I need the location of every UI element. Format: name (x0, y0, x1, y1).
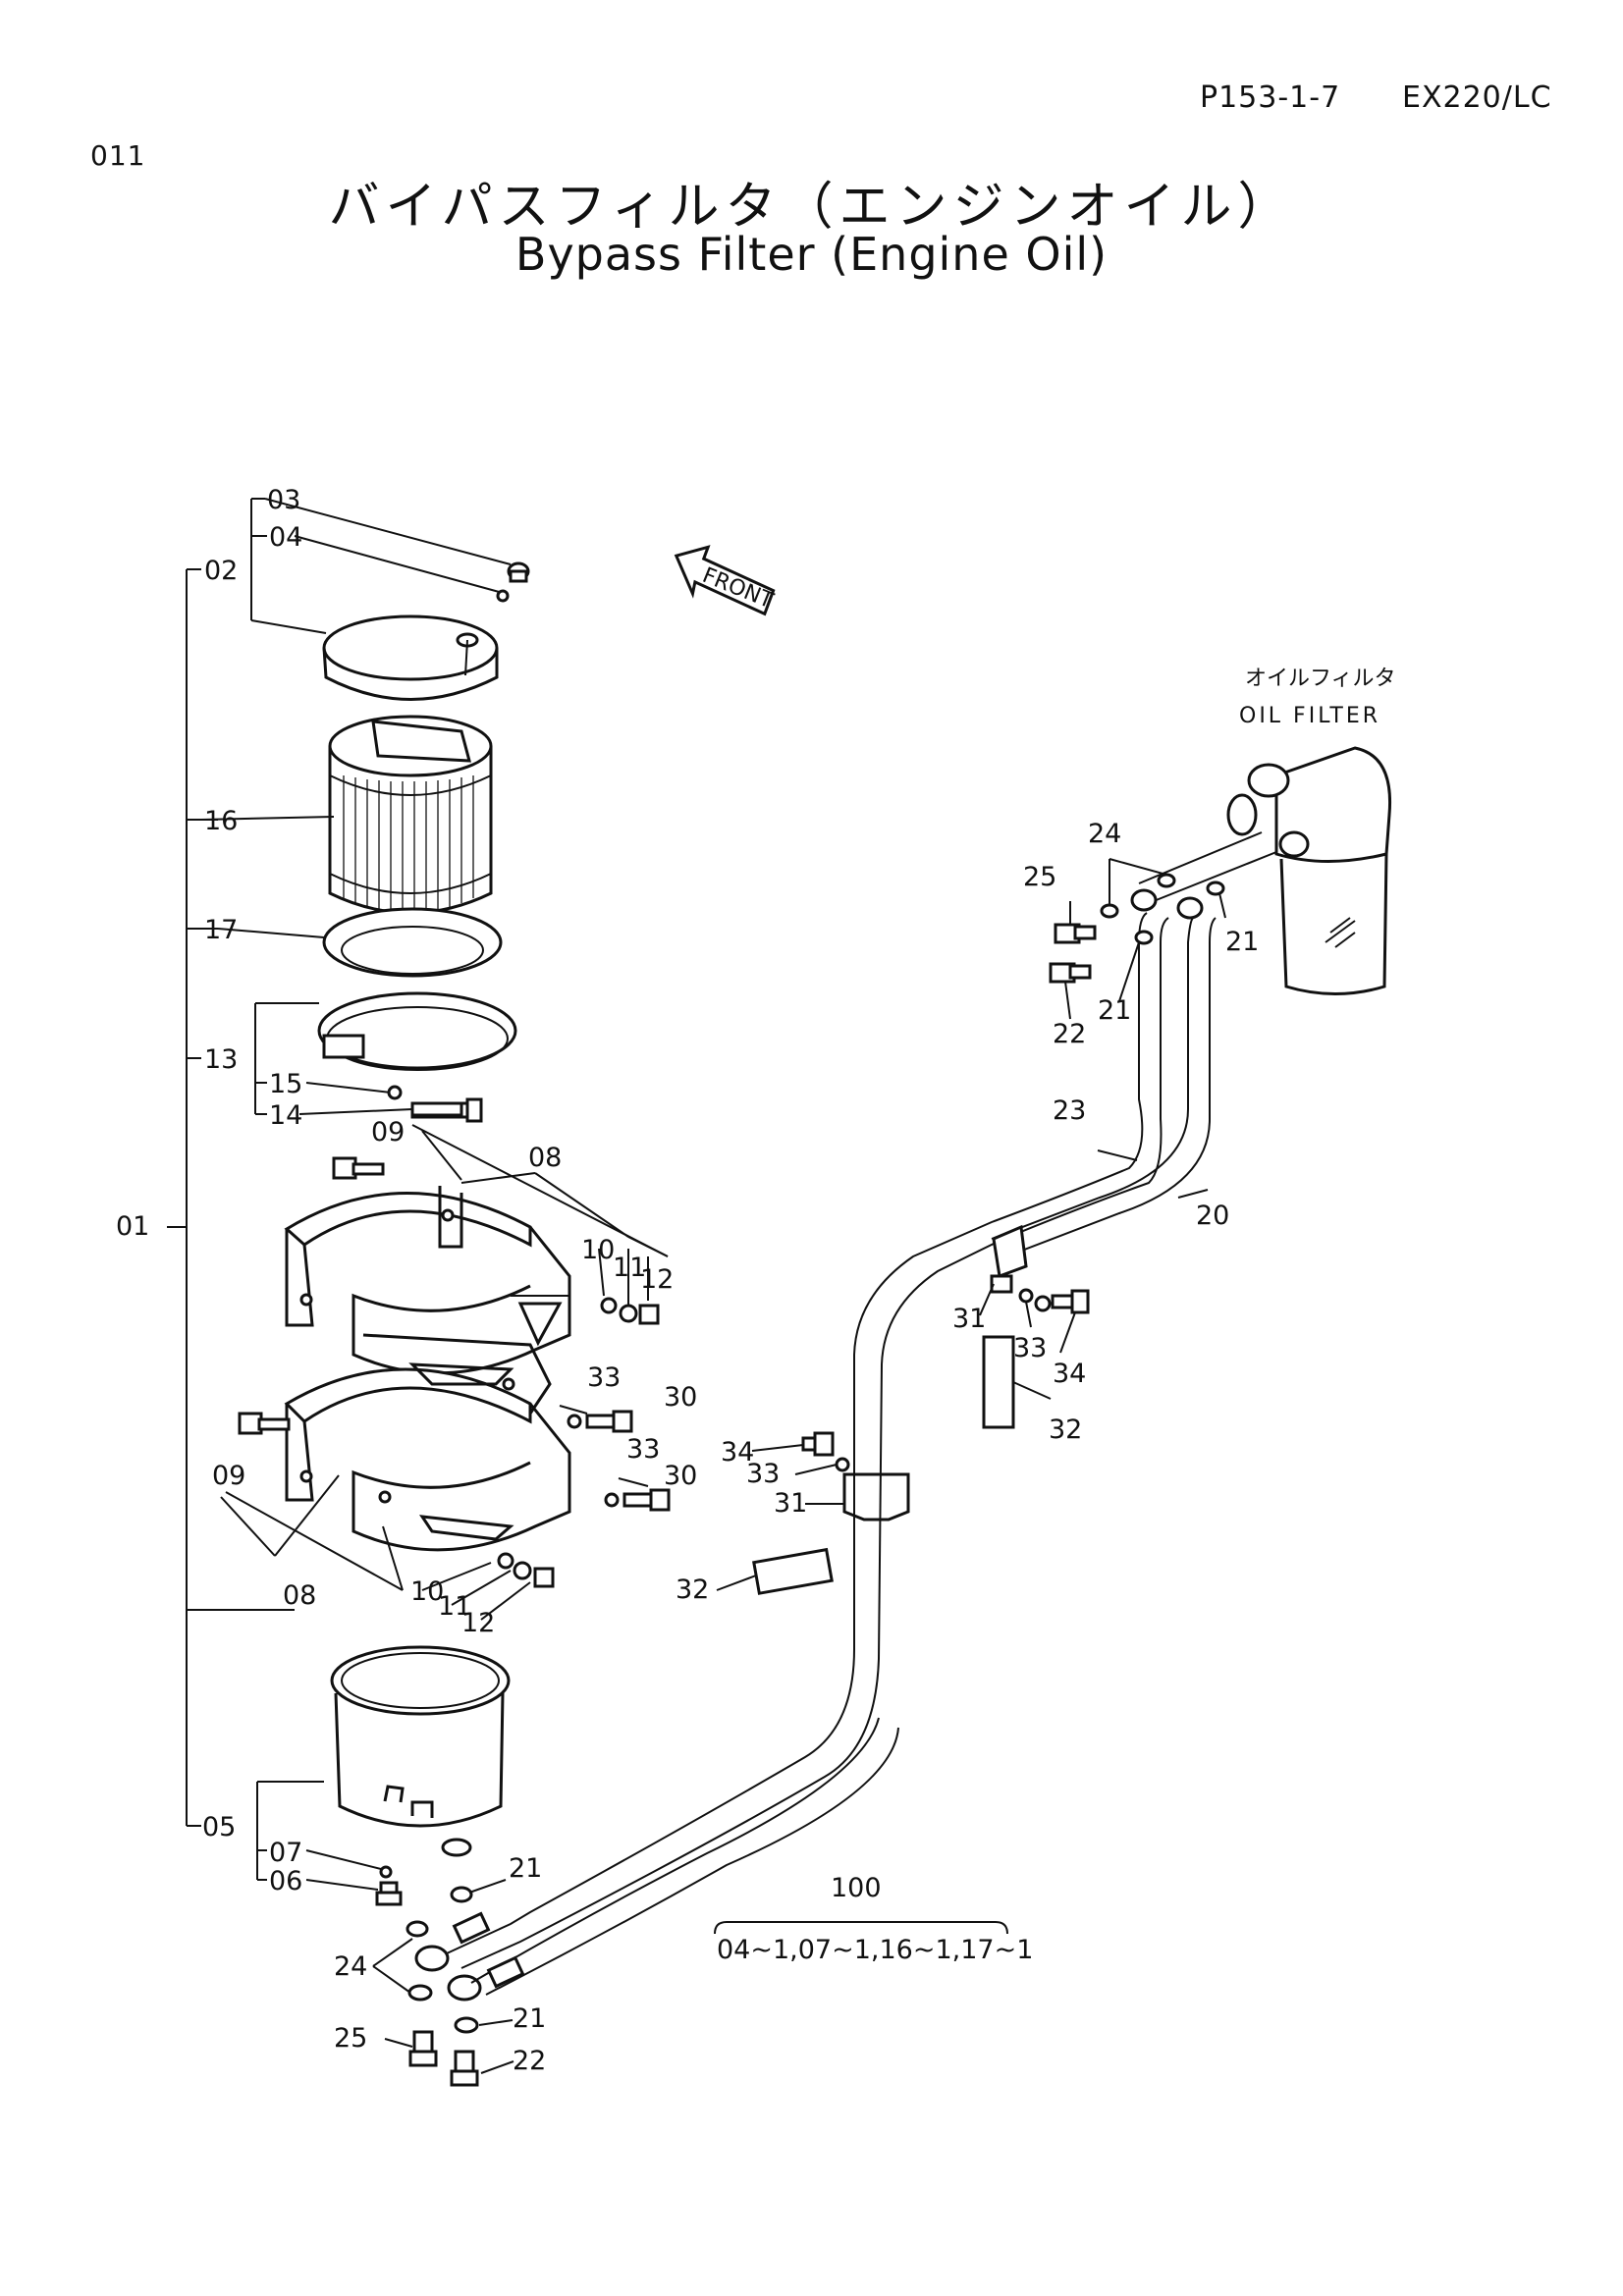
oil-pipes (446, 912, 1217, 1996)
title-english: Bypass Filter (Engine Oil) (514, 228, 1109, 281)
callout-05: 05 (202, 1812, 236, 1842)
spacer-32-lower (752, 1547, 834, 1595)
seal-ring-17 (322, 907, 503, 978)
o-ring-04 (496, 589, 510, 603)
callout-11: 11 (613, 1253, 646, 1283)
callout-24: 24 (334, 1951, 367, 1982)
spacer-32-upper (982, 1335, 1015, 1429)
callout-32: 32 (1049, 1415, 1082, 1445)
callout-10: 10 (410, 1576, 444, 1607)
callout-25: 25 (334, 2023, 367, 2054)
callout-labels: 01 02 03 04 05 06 07 08 08 09 09 10 10 1… (116, 485, 1259, 2076)
bracket-fasteners (238, 1101, 671, 1588)
callout-07: 07 (269, 1838, 302, 1868)
callout-32: 32 (676, 1575, 709, 1605)
callout-30: 30 (664, 1461, 697, 1491)
bracket-upper (284, 1186, 571, 1375)
bracket-lower (284, 1333, 571, 1552)
lower-leaders (372, 1879, 514, 2074)
callout-34: 34 (721, 1437, 754, 1468)
kit-number: 100 (831, 1873, 882, 1903)
callout-03: 03 (267, 485, 300, 515)
callout-09: 09 (371, 1117, 405, 1148)
callout-22: 22 (513, 2046, 546, 2076)
clamp-fasteners (801, 1288, 1090, 1472)
model-name: EX220/LC (1402, 80, 1552, 115)
callout-33: 33 (587, 1362, 621, 1393)
upper-fitting-leaders (1064, 858, 1226, 1199)
callout-25: 25 (1023, 862, 1056, 892)
lower-fittings (406, 1886, 482, 2087)
callout-09: 09 (212, 1461, 245, 1491)
oil-filter-label-jp: オイルフィルタ (1245, 667, 1396, 691)
callout-21: 21 (1225, 927, 1259, 957)
callout-01: 01 (116, 1211, 149, 1242)
callout-08: 08 (528, 1143, 562, 1173)
kit-contents: 04~1,07~1,16~1,17~1 (717, 1935, 1033, 1965)
callout-12: 12 (640, 1264, 674, 1295)
bracket-leaders (220, 1124, 669, 1621)
callout-16: 16 (204, 806, 238, 836)
callout-02: 02 (204, 556, 238, 586)
upper-fittings (1049, 873, 1225, 984)
callout-24: 24 (1088, 819, 1121, 849)
callout-13: 13 (204, 1044, 238, 1075)
callout-12: 12 (461, 1608, 495, 1638)
callout-23: 23 (1053, 1095, 1086, 1126)
pipe-clamp-lower (842, 1472, 910, 1522)
callout-06: 06 (269, 1866, 302, 1896)
o-ring-07 (379, 1865, 393, 1879)
title-japanese: バイパスフィルタ（エンジンオイル） (328, 178, 1295, 237)
plug-03 (507, 561, 530, 583)
callout-33: 33 (746, 1459, 780, 1489)
callout-21: 21 (1098, 995, 1131, 1026)
callout-33: 33 (1013, 1333, 1047, 1363)
clamp-leaders (716, 1283, 1076, 1591)
callout-22: 22 (1053, 1019, 1086, 1049)
callout-20: 20 (1196, 1201, 1229, 1231)
pipe-hose-ends (452, 1911, 525, 1989)
callout-08: 08 (283, 1580, 316, 1611)
pipe-clamp-upper (990, 1224, 1028, 1294)
filter-case (330, 1645, 511, 1857)
front-arrow: FRONT (674, 545, 778, 616)
kit-brace (714, 1921, 1008, 1935)
oil-filter-label-en: OIL FILTER (1239, 704, 1380, 728)
callout-31: 31 (952, 1304, 986, 1334)
plug-06 (375, 1881, 403, 1906)
callout-17: 17 (204, 915, 238, 945)
callout-31: 31 (774, 1488, 807, 1519)
callout-33: 33 (626, 1434, 660, 1465)
callout-11: 11 (438, 1591, 471, 1622)
callout-15: 15 (269, 1069, 302, 1099)
callout-21: 21 (513, 2003, 546, 2034)
callout-30: 30 (664, 1382, 697, 1413)
callout-34: 34 (1053, 1359, 1086, 1389)
page-number: 011 (90, 139, 146, 172)
callout-14: 14 (269, 1100, 302, 1131)
page-code: P153-1-7 (1200, 80, 1341, 115)
callout-10: 10 (581, 1235, 615, 1265)
filter-element (328, 715, 493, 915)
group-bracket-lines (167, 498, 512, 1891)
filter-cover (322, 614, 499, 701)
callout-21: 21 (509, 1853, 542, 1884)
engine-oil-filter (1138, 746, 1392, 995)
callout-04: 04 (269, 522, 302, 553)
front-label: FRONT (699, 563, 778, 614)
